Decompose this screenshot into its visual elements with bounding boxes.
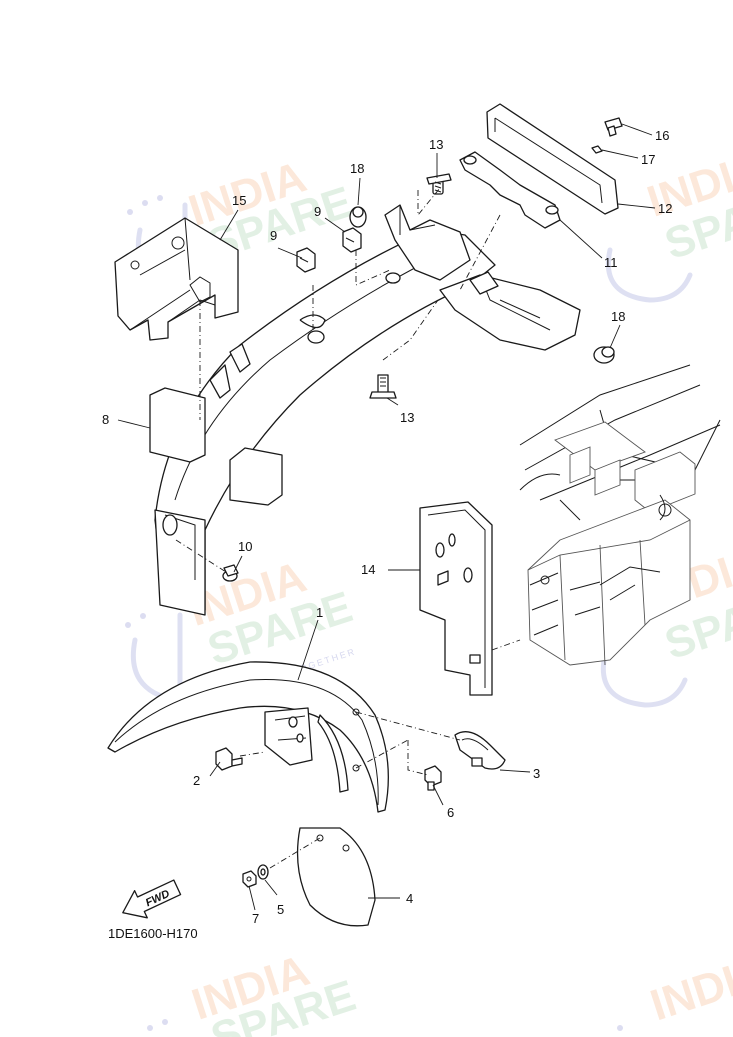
license-plate-bracket-part-12[interactable] <box>486 103 619 215</box>
fwd-arrow-icon: FWD <box>122 879 182 919</box>
assembly-lines <box>175 187 521 869</box>
callout-1: 1 <box>316 605 323 620</box>
frame-context-drawing <box>519 364 721 666</box>
bolt-part-13-upper[interactable] <box>426 173 452 195</box>
callout-3: 3 <box>533 766 540 781</box>
mud-flap-part-4[interactable] <box>296 827 376 927</box>
bracket-part-15[interactable] <box>114 217 239 341</box>
callout-12: 12 <box>658 201 672 216</box>
reflector-part-3[interactable] <box>454 731 506 770</box>
bolt-part-2[interactable] <box>215 747 243 771</box>
callout-9a: 9 <box>270 228 277 243</box>
fwd-label: FWD <box>144 888 172 909</box>
callout-16: 16 <box>655 128 669 143</box>
screw-part-16[interactable] <box>604 117 623 137</box>
callout-18b: 18 <box>611 309 625 324</box>
callout-18a: 18 <box>350 161 364 176</box>
nut-part-17[interactable] <box>591 145 603 154</box>
callout-13b: 13 <box>400 410 414 425</box>
plate-holder-part-11[interactable] <box>459 151 561 229</box>
callout-4: 4 <box>406 891 413 906</box>
callout-5: 5 <box>277 902 284 917</box>
clip-part-9-left[interactable] <box>296 247 316 273</box>
callout-7: 7 <box>252 911 259 926</box>
bolt-part-6[interactable] <box>424 765 442 791</box>
callout-6: 6 <box>447 805 454 820</box>
grommet-part-18-upper[interactable] <box>349 206 367 228</box>
svg-text:INDIA: INDIA <box>645 947 733 1031</box>
callout-10: 10 <box>238 539 252 554</box>
callout-9b: 9 <box>314 204 321 219</box>
splash-guard-part-14[interactable] <box>419 501 493 696</box>
callout-13a: 13 <box>429 137 443 152</box>
callout-2: 2 <box>193 773 200 788</box>
watermark-logo-bottom: INDIA SPARE INDIA <box>147 946 733 1037</box>
clip-part-9-right[interactable] <box>342 227 362 253</box>
diagram-code: 1DE1600-H170 <box>108 926 198 941</box>
callout-labels: 1 2 3 4 5 6 7 8 9 9 10 11 12 13 13 14 15… <box>102 128 672 926</box>
callout-17: 17 <box>641 152 655 167</box>
bolt-part-13-lower[interactable] <box>369 374 397 399</box>
grommet-part-18-right[interactable] <box>593 346 615 364</box>
leader-lines <box>117 123 656 911</box>
bolt-part-10[interactable] <box>222 564 239 582</box>
callout-14: 14 <box>361 562 375 577</box>
front-fender-part-1[interactable] <box>107 661 389 813</box>
washer-part-5[interactable] <box>257 864 269 880</box>
callout-8: 8 <box>102 412 109 427</box>
rear-fender-part-8[interactable] <box>149 204 581 616</box>
callout-15: 15 <box>232 193 246 208</box>
callout-11: 11 <box>604 255 618 270</box>
watermark-logo-right: INDIA SPARE INDIA SPARE <box>600 143 733 708</box>
nut-part-7[interactable] <box>242 870 257 888</box>
